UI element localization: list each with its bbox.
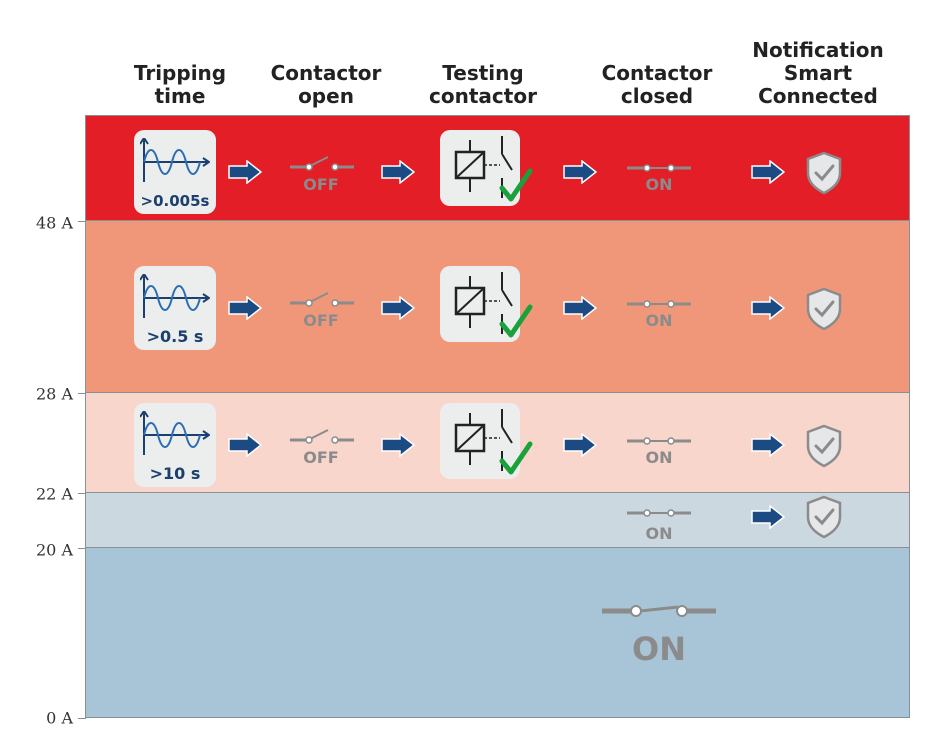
open-switch-icon bbox=[290, 292, 354, 307]
closed-switch-icon bbox=[627, 164, 691, 172]
closed-label: ON bbox=[645, 311, 673, 330]
tripping-time-card: >10 s bbox=[134, 403, 216, 487]
arrow-right-icon bbox=[381, 296, 415, 320]
arrow-right-icon bbox=[751, 433, 785, 457]
y-tick bbox=[78, 718, 86, 719]
header-notification: Notification Smart Connected bbox=[752, 38, 884, 108]
header-testing-contactor: Testing contactor bbox=[429, 61, 537, 108]
shield-check-icon bbox=[806, 287, 842, 331]
arrow-right-icon bbox=[751, 505, 785, 529]
y-tick bbox=[78, 221, 86, 222]
y-tick bbox=[78, 493, 86, 494]
arrow-right-icon bbox=[228, 160, 262, 184]
closed-switch-icon bbox=[627, 300, 691, 308]
closed-label-large: ON bbox=[632, 630, 686, 668]
y-tick bbox=[78, 393, 86, 394]
arrow-right-icon bbox=[563, 433, 597, 457]
header-contactor-open: Contactor open bbox=[270, 61, 382, 108]
y-axis-line bbox=[85, 115, 86, 718]
top-border bbox=[86, 115, 910, 116]
arrow-right-icon bbox=[751, 296, 785, 320]
arrow-right-icon bbox=[228, 433, 262, 457]
relay-coil-icon bbox=[454, 272, 513, 334]
band-20-22a bbox=[86, 493, 910, 548]
tripping-time-card: >0.005s bbox=[134, 130, 216, 214]
header-tripping-time: Tripping time bbox=[133, 61, 227, 108]
checkmark-icon bbox=[499, 168, 533, 202]
closed-label: ON bbox=[645, 524, 673, 543]
shield-check-icon bbox=[806, 151, 842, 195]
arrow-right-icon bbox=[751, 160, 785, 184]
arrow-right-icon bbox=[228, 296, 262, 320]
tripping-time-card: >0.5 s bbox=[134, 266, 216, 350]
closed-switch-icon bbox=[627, 509, 691, 517]
y-label-48a: 48 A bbox=[36, 213, 73, 233]
tripping-time-label: >0.5 s bbox=[146, 327, 204, 346]
checkmark-icon bbox=[499, 441, 533, 475]
tripping-time-label: >10 s bbox=[149, 464, 201, 483]
shield-check-icon bbox=[806, 424, 842, 468]
tripping-time-label: >0.005s bbox=[140, 192, 210, 210]
open-label: OFF bbox=[303, 175, 339, 194]
y-label-0a: 0 A bbox=[46, 708, 73, 728]
header-contactor-closed: Contactor closed bbox=[601, 61, 713, 108]
checkmark-icon bbox=[499, 304, 533, 338]
open-label: OFF bbox=[303, 311, 339, 330]
arrow-right-icon bbox=[381, 433, 415, 457]
y-label-20a: 20 A bbox=[36, 540, 73, 560]
arrow-right-icon bbox=[563, 296, 597, 320]
sine-wave-icon bbox=[140, 274, 210, 318]
right-border bbox=[909, 115, 910, 718]
sine-wave-icon bbox=[140, 411, 210, 455]
shield-check-icon bbox=[806, 495, 842, 539]
open-switch-icon bbox=[290, 156, 354, 171]
closed-label: ON bbox=[645, 448, 673, 467]
sine-wave-icon bbox=[140, 138, 210, 182]
band-0-20a bbox=[86, 548, 910, 718]
arrow-right-icon bbox=[563, 160, 597, 184]
y-label-28a: 28 A bbox=[36, 384, 73, 404]
y-label-22a: 22 A bbox=[36, 484, 73, 504]
closed-switch-large-icon bbox=[602, 605, 716, 617]
closed-switch-icon bbox=[627, 437, 691, 445]
arrow-right-icon bbox=[381, 160, 415, 184]
open-label: OFF bbox=[303, 448, 339, 467]
open-switch-icon bbox=[290, 429, 354, 444]
closed-label: ON bbox=[645, 175, 673, 194]
y-tick bbox=[78, 548, 86, 549]
